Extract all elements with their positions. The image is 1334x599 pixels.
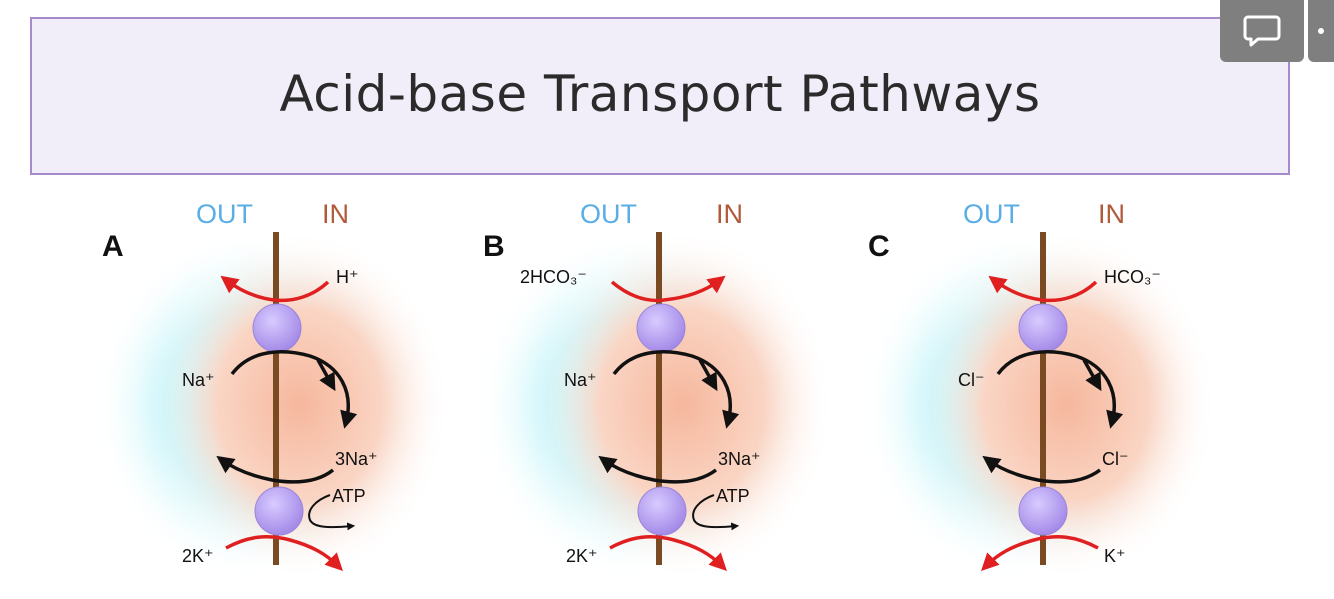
more-icon <box>1318 28 1324 34</box>
out-label: OUT <box>196 199 253 229</box>
transport-diagram: OUT IN A H⁺ Na⁺ 3Na⁺ ATP 2K⁺ OUT IN B 2H… <box>92 199 1217 580</box>
slide-title: Acid-base Transport Pathways <box>279 65 1041 123</box>
transporter <box>1018 486 1068 536</box>
ion-label: H⁺ <box>336 267 359 287</box>
ion-label: Cl⁻ <box>1102 449 1129 469</box>
ion-label: Na⁺ <box>564 370 597 390</box>
ion-label: K⁺ <box>1104 546 1126 566</box>
out-label: OUT <box>580 199 637 229</box>
ion-label: 3Na⁺ <box>335 449 378 469</box>
ion-label: 2HCO₃⁻ <box>520 267 587 287</box>
panel-label: B <box>483 230 505 263</box>
out-label: OUT <box>963 199 1020 229</box>
ion-label: 2K⁺ <box>566 546 598 566</box>
transporter <box>252 303 302 353</box>
panel-label: C <box>868 230 890 263</box>
ion-label: ATP <box>332 486 366 506</box>
ion-label: 2K⁺ <box>182 546 214 566</box>
ion-label: Na⁺ <box>182 370 215 390</box>
comment-button[interactable] <box>1220 0 1304 62</box>
panel-a: OUT IN A H⁺ Na⁺ 3Na⁺ ATP 2K⁺ <box>92 199 450 580</box>
ion-label: Cl⁻ <box>958 370 985 390</box>
in-label: IN <box>1098 199 1125 229</box>
ion-label: ATP <box>716 486 750 506</box>
ion-label: HCO₃⁻ <box>1104 267 1161 287</box>
panel-label: A <box>102 230 124 263</box>
in-label: IN <box>716 199 743 229</box>
comment-icon <box>1243 15 1281 47</box>
transporter <box>637 486 687 536</box>
panel-c: OUT IN C HCO₃⁻ Cl⁻ Cl⁻ K⁺ <box>859 199 1217 580</box>
transporter <box>254 486 304 536</box>
ion-label: 3Na⁺ <box>718 449 761 469</box>
in-label: IN <box>322 199 349 229</box>
panel-b: OUT IN B 2HCO₃⁻ Na⁺ 3Na⁺ ATP 2K⁺ <box>475 199 833 580</box>
title-box: Acid-base Transport Pathways <box>30 17 1290 175</box>
transporter <box>1018 303 1068 353</box>
transporter <box>636 303 686 353</box>
more-button[interactable] <box>1308 0 1334 62</box>
